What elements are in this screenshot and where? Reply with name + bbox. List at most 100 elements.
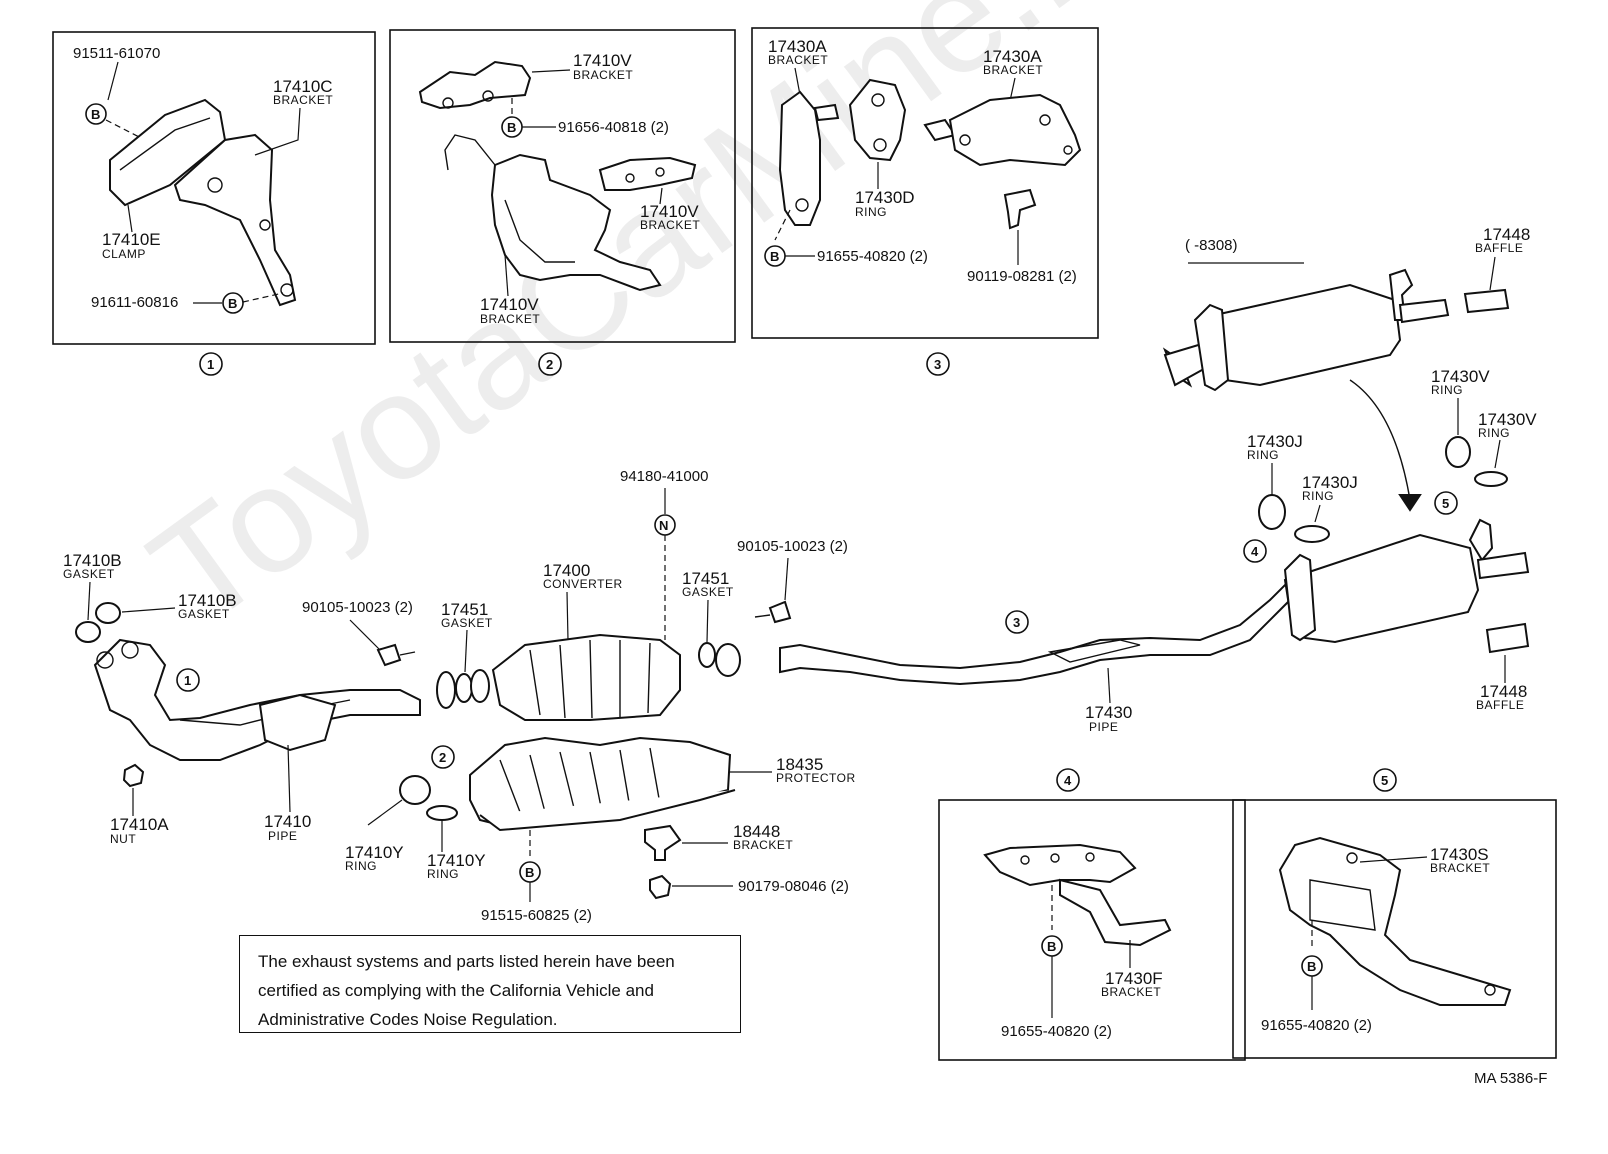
part-no-17410A: 17410A bbox=[110, 815, 169, 834]
part-name-gasket-c: GASKET bbox=[441, 616, 493, 630]
part-name-ring-v2: RING bbox=[1478, 426, 1510, 440]
part-name-protector: PROTECTOR bbox=[776, 771, 856, 785]
detail-box-1: 91511-61070 B 17410C BRACKET 17410E CLAM… bbox=[52, 31, 376, 376]
part-name-converter: CONVERTER bbox=[543, 577, 623, 591]
gasket-d-part bbox=[698, 642, 716, 668]
converter-part bbox=[491, 633, 681, 721]
muffler-tailpipe bbox=[1398, 298, 1450, 324]
part-no-17410B-a: 17410B bbox=[63, 551, 122, 570]
svg-text:B: B bbox=[507, 120, 516, 135]
part-name-ring-y2: RING bbox=[427, 867, 459, 881]
bracket-17430F-part bbox=[983, 843, 1137, 887]
part-no-90105-10023-left: 90105-10023 (2) bbox=[302, 599, 413, 616]
n-callout: N bbox=[654, 514, 676, 536]
part-no-17448-bottom: 17448 bbox=[1480, 682, 1527, 701]
part-name-bracket-right: BRACKET bbox=[640, 218, 700, 232]
ring-j1-part bbox=[1258, 494, 1286, 530]
svg-text:B: B bbox=[228, 296, 237, 311]
detail-ref-2: 2 bbox=[538, 352, 562, 376]
part-no-17430A-left: 17430A bbox=[768, 37, 827, 56]
part-name-clamp: CLAMP bbox=[102, 247, 146, 261]
detail-box-2-frame bbox=[389, 29, 736, 343]
gasket-a-part bbox=[75, 621, 101, 643]
part-name-bracket-17430F: BRACKET bbox=[1101, 985, 1161, 999]
bolt-right-part bbox=[768, 600, 792, 624]
part-no-91655-40820-box4: 91655-40820 (2) bbox=[1001, 1023, 1112, 1040]
part-name-bracket-bottom: BRACKET bbox=[480, 312, 540, 326]
flange-part bbox=[436, 671, 456, 709]
part-no-17410C: 17410C bbox=[273, 77, 333, 96]
part-no-18448: 18448 bbox=[733, 822, 780, 841]
detail-box-4: 4 B 91655-40820 (2) 17430F BRACKET bbox=[938, 768, 1246, 1061]
svg-text:B: B bbox=[525, 865, 534, 880]
svg-text:3: 3 bbox=[934, 357, 941, 372]
detail-box-4-frame bbox=[938, 799, 1246, 1061]
b-callout: B bbox=[764, 245, 786, 267]
part-name-nut: NUT bbox=[110, 832, 136, 846]
part-name-gasket-b: GASKET bbox=[178, 607, 230, 621]
bracket-17430S-part bbox=[1278, 836, 1512, 1006]
part-name-bracket-17430S: BRACKET bbox=[1430, 861, 1490, 875]
muffler-early: ( -8308) 17448 BAFFLE bbox=[1162, 225, 1530, 512]
part-no-18435: 18435 bbox=[776, 755, 823, 774]
part-name-pipe-rear: PIPE bbox=[1089, 720, 1118, 734]
part-name-bracket: BRACKET bbox=[273, 93, 333, 107]
part-name-ring-v1: RING bbox=[1431, 383, 1463, 397]
part-no-91655-40820-box3: 91655-40820 (2) bbox=[817, 248, 928, 265]
drawing-code: MA 5386-F bbox=[1474, 1070, 1547, 1087]
part-no-17410E: 17410E bbox=[102, 230, 161, 249]
detail-ref-4: 4 bbox=[1056, 768, 1080, 792]
b-callout: B bbox=[1301, 955, 1323, 977]
bracket-left-part bbox=[778, 90, 821, 226]
ring-part bbox=[848, 78, 907, 162]
part-no-17410Y-2: 17410Y bbox=[427, 851, 486, 870]
bracket-bottom-part bbox=[490, 153, 662, 292]
ring-j2-part bbox=[1294, 525, 1330, 543]
part-no-17410Y-1: 17410Y bbox=[345, 843, 404, 862]
svg-text:4: 4 bbox=[1064, 773, 1072, 788]
bracket-right-part bbox=[948, 93, 1082, 167]
svg-text:4: 4 bbox=[1251, 544, 1259, 559]
part-no-17451-a: 17451 bbox=[441, 600, 488, 619]
svg-text:5: 5 bbox=[1442, 496, 1449, 511]
part-name-ring: RING bbox=[855, 205, 887, 219]
detail-ref-5: 5 bbox=[1373, 768, 1397, 792]
gasket-c-part bbox=[455, 673, 473, 703]
svg-text:3: 3 bbox=[1013, 615, 1020, 630]
part-no-17410B-b: 17410B bbox=[178, 591, 237, 610]
baffle-bottom-part bbox=[1485, 622, 1530, 654]
svg-text:1: 1 bbox=[184, 673, 191, 688]
bolt-left-part bbox=[376, 643, 402, 667]
part-no-17430F: 17430F bbox=[1105, 969, 1163, 988]
bracket-right-part bbox=[598, 156, 697, 191]
gasket-b-part bbox=[95, 602, 121, 624]
detail-ref-1: 1 bbox=[176, 668, 200, 692]
part-name-baffle-bottom: BAFFLE bbox=[1476, 698, 1524, 712]
detail-ref-1: 1 bbox=[199, 352, 223, 376]
svg-text:2: 2 bbox=[546, 357, 553, 372]
part-no-17430J-1: 17430J bbox=[1247, 432, 1303, 451]
note-line-3: Administrative Codes Noise Regulation. bbox=[258, 1010, 558, 1029]
ring-v2-part bbox=[1474, 471, 1508, 487]
nut-part bbox=[122, 763, 145, 788]
detail-box-2: 17410V BRACKET B 91656-40818 (2) 17410V … bbox=[389, 29, 736, 376]
part-name-pipe-front: PIPE bbox=[268, 829, 297, 843]
detail-ref-2: 2 bbox=[431, 745, 455, 769]
part-name-ring-j2: RING bbox=[1302, 489, 1334, 503]
ring-y2-part bbox=[426, 805, 458, 821]
b-callout: B bbox=[501, 116, 523, 138]
b-callout: B bbox=[85, 103, 107, 125]
bracket-p-part bbox=[644, 824, 682, 861]
part-no-17430D: 17430D bbox=[855, 188, 915, 207]
part-name-bracket-top: BRACKET bbox=[573, 68, 633, 82]
detail-box-1-frame bbox=[52, 31, 376, 345]
detail-box-5: 5 17430S BRACKET B 91655-40820 (2) MA 53… bbox=[1232, 768, 1557, 1087]
part-no-17430: 17430 bbox=[1085, 703, 1132, 722]
certification-note: The exhaust systems and parts listed her… bbox=[239, 935, 741, 1033]
part-name-gasket-a: GASKET bbox=[63, 567, 115, 581]
detail-box-3-frame bbox=[751, 27, 1099, 339]
b-callout: B bbox=[222, 292, 244, 314]
note-line-1: The exhaust systems and parts listed her… bbox=[258, 952, 675, 971]
part-no-17410V-bottom: 17410V bbox=[480, 295, 539, 314]
